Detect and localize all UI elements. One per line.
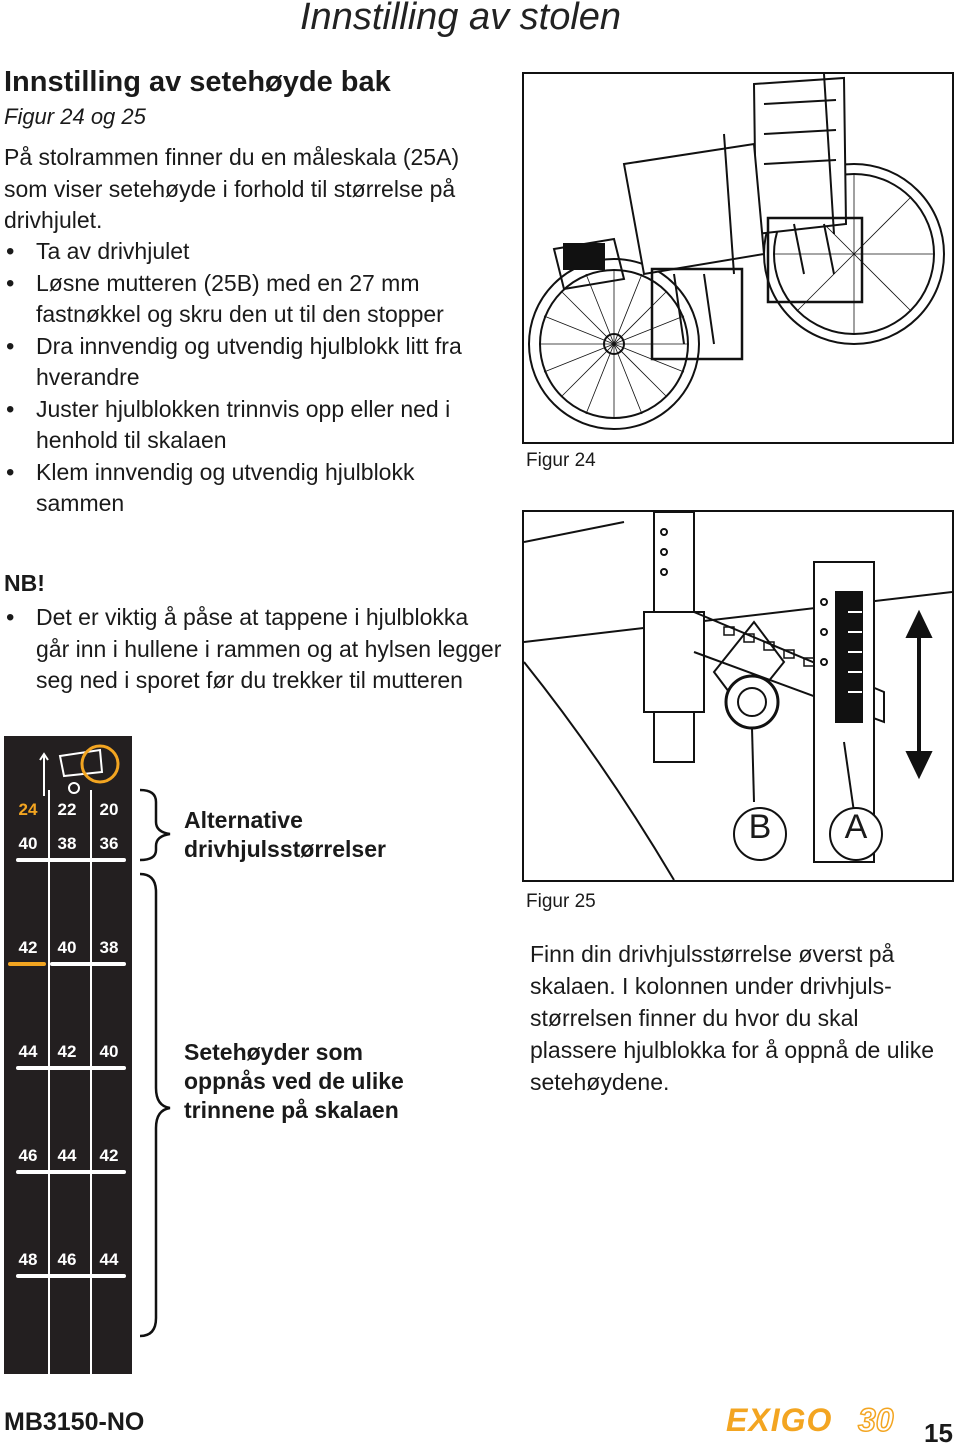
wheelchair-illustration xyxy=(528,73,945,430)
scale-divider xyxy=(48,790,50,1374)
scale-tick xyxy=(16,1274,126,1278)
label-a: A xyxy=(844,808,868,846)
instruction-item: Klem innvendig og utvendig hjulblokk sam… xyxy=(4,457,504,520)
seat-height-value: 38 xyxy=(57,834,77,853)
instruction-item: Dra innvendig og utvendig hjulblokk litt… xyxy=(4,331,504,394)
seat-height-value: 44 xyxy=(99,1250,119,1269)
scale-divider xyxy=(90,790,92,1374)
instruction-item: Juster hjulblokken trinnvis opp eller ne… xyxy=(4,394,504,457)
figure-24-caption: Figur 24 xyxy=(526,450,596,471)
seat-height-value: 44 xyxy=(57,1146,77,1165)
figure-24-wheelchair xyxy=(522,72,954,444)
page-number: 15 xyxy=(924,1418,953,1448)
seat-height-value: 42 xyxy=(57,1042,77,1061)
seat-height-value: 46 xyxy=(57,1250,77,1269)
brand-logo: EXIGO xyxy=(726,1402,833,1438)
document-code: MB3150-NO xyxy=(4,1408,145,1436)
wheel-block-illustration xyxy=(523,511,953,881)
scale-tick-highlight xyxy=(8,962,46,966)
nb-item: Det er viktig å påse at tappene i hjulbl… xyxy=(4,602,504,697)
seat-height-value: 36 xyxy=(99,834,119,853)
seat-height-value: 44 xyxy=(18,1042,38,1061)
scale-tick xyxy=(50,962,126,966)
instruction-list: Ta av drivhjulet Løsne mutteren (25B) me… xyxy=(4,236,504,520)
figure-25-caption: Figur 25 xyxy=(526,891,596,912)
wheel-size-label: 20 xyxy=(99,800,119,819)
wheel-size-label: 24 xyxy=(18,800,38,819)
figure-25-wheel-block: B A xyxy=(522,510,954,882)
seat-height-value: 42 xyxy=(99,1146,119,1165)
alt-wheel-sizes-label: Alternative drivhjulsstørrelser xyxy=(184,807,386,862)
seat-height-value: 40 xyxy=(99,1042,119,1061)
seat-height-value: 40 xyxy=(18,834,38,853)
wheelchair-icon xyxy=(39,744,120,796)
seat-heights-label: Setehøyder som oppnås ved de ulike trinn… xyxy=(184,1039,404,1123)
seat-height-value: 46 xyxy=(18,1146,38,1165)
brace-icons xyxy=(139,788,171,1338)
scale-tick xyxy=(16,858,126,862)
section-title: Innstilling av setehøyde bak xyxy=(4,66,391,98)
page-header-title: Innstilling av stolen xyxy=(300,0,622,38)
label-b: B xyxy=(748,808,772,846)
seat-height-value: 42 xyxy=(18,938,38,957)
height-scale-panel xyxy=(4,736,132,1374)
intro-paragraph: På stolrammen finner du en måleskala (25… xyxy=(4,144,460,233)
wheel-size-label: 22 xyxy=(57,800,77,819)
nb-heading: NB! xyxy=(4,570,45,596)
instruction-item: Løsne mutteren (25B) med en 27 mm fastnø… xyxy=(4,268,504,331)
figure-reference: Figur 24 og 25 xyxy=(4,104,146,129)
scale-tick xyxy=(16,1066,126,1070)
seat-height-value: 48 xyxy=(18,1250,38,1269)
scale-instructions: Finn din drivhjulsstørrelse øverst på sk… xyxy=(530,941,935,1095)
scale-tick xyxy=(16,1170,126,1174)
brand-model: 30 xyxy=(857,1401,894,1439)
nb-list: Det er viktig å påse at tappene i hjulbl… xyxy=(4,602,504,697)
seat-height-value: 40 xyxy=(57,938,77,957)
seat-height-value: 38 xyxy=(99,938,119,957)
instruction-item: Ta av drivhjulet xyxy=(4,236,504,268)
